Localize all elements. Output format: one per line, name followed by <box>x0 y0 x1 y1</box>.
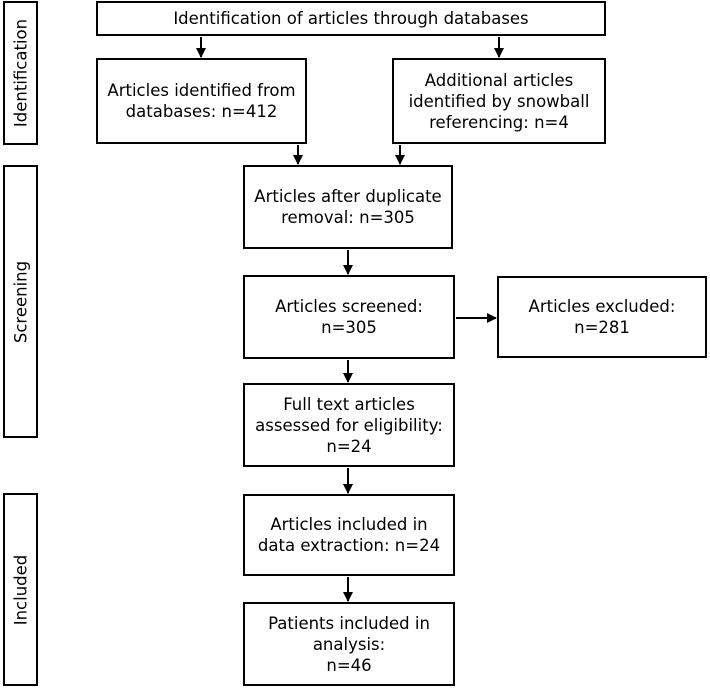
box-patients-included: Patients included in analysis: n=46 <box>243 602 455 686</box>
box-snowball-line-2: identified by snowball <box>408 91 590 111</box>
box-after-duplicate-removal: Articles after duplicate removal: n=305 <box>243 165 453 249</box>
box-extraction-line-1: Articles included in <box>270 515 428 534</box>
stage-identification: Identification <box>3 1 38 145</box>
box-full-text-assessed: Full text articles assessed for eligibil… <box>243 383 455 467</box>
box-snowball-line-3: referencing: n=4 <box>429 112 569 132</box>
box-duplicates-line-2: removal: n=305 <box>281 208 415 227</box>
box-included-data-extraction: Articles included in data extraction: n=… <box>243 494 455 576</box>
box-screened-line-1: Articles screened: <box>275 297 423 316</box>
box-snowball-line-1: Additional articles <box>424 70 574 90</box>
box-articles-excluded: Articles excluded: n=281 <box>497 276 707 358</box>
box-patients-line-2: analysis: <box>312 634 386 654</box>
box-duplicates-line-1: Articles after duplicate <box>254 187 442 206</box>
box-articles-identified-databases: Articles identified from databases: n=41… <box>96 58 307 144</box>
box-databases-line-1: Articles identified from <box>107 81 296 100</box>
box-screened-line-2: n=305 <box>321 318 377 337</box>
stage-included: Included <box>3 493 38 686</box>
box-extraction-line-2: data extraction: n=24 <box>257 536 441 555</box>
stage-screening: Screening <box>3 165 38 438</box>
box-fulltext-line-2: assessed for eligibility: <box>255 415 443 435</box>
box-patients-line-1: Patients included in <box>268 613 430 633</box>
box-fulltext-line-1: Full text articles <box>283 394 415 414</box>
box-articles-screened: Articles screened: n=305 <box>243 275 455 359</box>
box-excluded-line-2: n=281 <box>574 318 630 337</box>
box-excluded-line-1: Articles excluded: <box>528 297 676 316</box>
box-databases-line-2: databases: n=412 <box>125 102 278 121</box>
box-fulltext-line-3: n=24 <box>326 436 372 456</box>
box-patients-line-3: n=46 <box>326 655 372 675</box>
box-identification-databases: Identification of articles through datab… <box>96 1 606 36</box>
box-additional-snowball: Additional articles identified by snowba… <box>392 58 606 144</box>
box-top-line-1: Identification of articles through datab… <box>173 9 529 28</box>
